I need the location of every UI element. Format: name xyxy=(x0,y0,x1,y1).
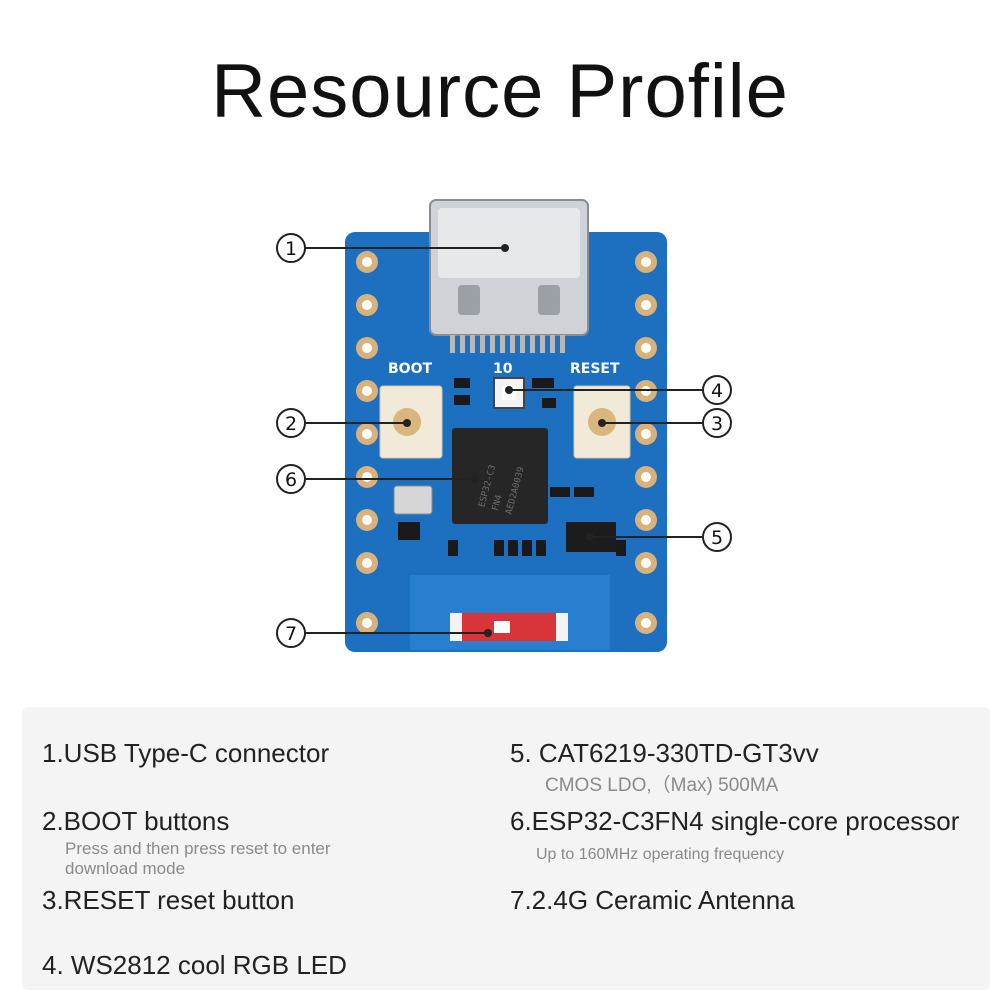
silkscreen-pin-10: 10 xyxy=(493,361,513,377)
feature-panel xyxy=(22,707,990,990)
callout-circle-7 xyxy=(276,618,306,648)
esp32-chip: ESP32-C3 FN4 AED2A0039 xyxy=(452,428,548,524)
callout-number-1: 1 xyxy=(285,238,297,260)
board-diagram: BOOT 10 RESET ESP32-C3 FN xyxy=(260,190,780,670)
silkscreen-boot: BOOT xyxy=(388,361,432,377)
crystal xyxy=(393,485,433,515)
ceramic-antenna xyxy=(450,613,568,641)
silkscreen-reset: RESET xyxy=(570,361,620,377)
callout-circle-2 xyxy=(276,408,306,438)
feature-rgb-led: 4. WS2812 cool RGB LED xyxy=(42,950,347,980)
callout-number-3: 3 xyxy=(711,413,723,435)
callout-number-5: 5 xyxy=(711,527,723,549)
feature-antenna: 7.2.4G Ceramic Antenna xyxy=(510,885,795,915)
callout-circle-4 xyxy=(702,375,732,405)
callout-number-4: 4 xyxy=(711,380,723,402)
feature-ldo: 5. CAT6219-330TD-GT3vv xyxy=(510,738,819,768)
callout-circle-6 xyxy=(276,464,306,494)
callout-circle-3 xyxy=(702,408,732,438)
callout-number-7: 7 xyxy=(285,623,297,645)
chip-marking-2: FN4 xyxy=(491,494,505,512)
callout-number-2: 2 xyxy=(285,413,297,435)
right-pin-pads xyxy=(635,251,657,634)
feature-processor: 6.ESP32-C3FN4 single-core processor xyxy=(510,806,960,836)
page-title: Resource Profile xyxy=(211,49,789,134)
feature-reset-button: 3.RESET reset button xyxy=(42,885,295,915)
feature-boot-desc-2: download mode xyxy=(65,859,186,878)
callout-circle-5 xyxy=(702,522,732,552)
callout-circle-1 xyxy=(276,233,306,263)
feature-boot-button: 2.BOOT buttons xyxy=(42,806,230,836)
usb-c-connector xyxy=(429,199,589,353)
feature-usb-c: 1.USB Type-C connector xyxy=(42,738,330,768)
callout-number-6: 6 xyxy=(285,469,297,491)
feature-ldo-desc: CMOS LDO,（Max) 500MA xyxy=(545,775,779,796)
feature-processor-desc: Up to 160MHz operating frequency xyxy=(536,846,785,863)
boot-button xyxy=(379,385,443,459)
feature-boot-desc-1: Press and then press reset to enter xyxy=(65,839,331,858)
